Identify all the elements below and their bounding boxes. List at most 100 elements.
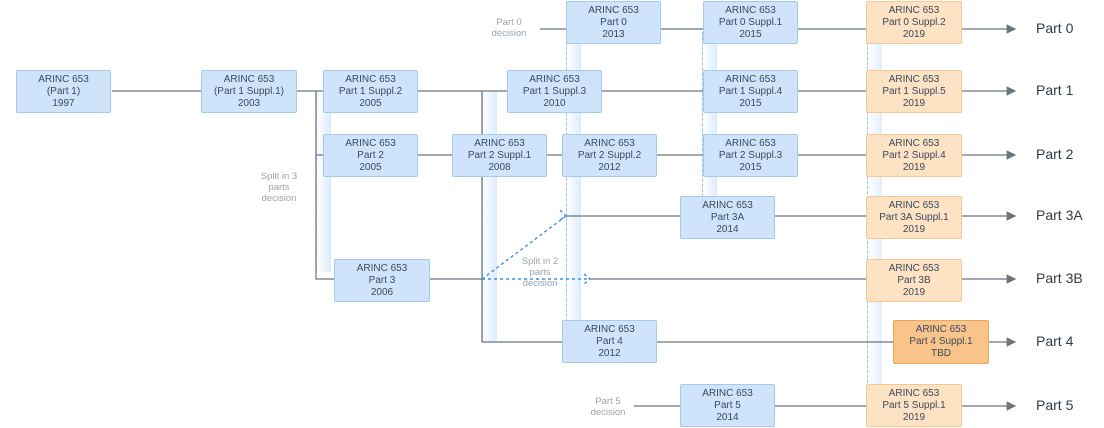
box-part3a-2019: ARINC 653 Part 3A Suppl.1 2019	[866, 196, 962, 239]
box-year: 2012	[598, 161, 621, 173]
note-split2-decision: Split in 2 parts decision	[512, 256, 568, 289]
output-part1: Part 1	[1036, 82, 1074, 98]
box-title: ARINC 653	[588, 4, 639, 16]
box-year: 2019	[902, 286, 926, 298]
box-subtitle: (Part 1 Suppl.1)	[213, 85, 285, 97]
box-part4-2012: ARINC 653 Part 4 2012	[562, 320, 657, 363]
box-subtitle: (Part 1)	[46, 85, 81, 97]
box-part5-2019: ARINC 653 Part 5 Suppl.1 2019	[866, 384, 962, 427]
note-line: Part 5	[595, 396, 621, 407]
box-subtitle: Part 4 Suppl.1	[909, 336, 973, 347]
note-part5-decision: Part 5 decision	[584, 396, 632, 418]
part4-branch	[481, 91, 562, 343]
note-line: Split in 3	[260, 171, 298, 182]
box-subtitle: Part 4	[596, 335, 623, 347]
box-subtitle: Part 5 Suppl.1	[882, 399, 946, 411]
box-subtitle: Part 2 Suppl.2	[577, 149, 642, 161]
box-part0-2013: ARINC 653 Part 0 2013	[566, 1, 661, 44]
box-part1-2019: ARINC 653 Part 1 Suppl.5 2019	[866, 70, 962, 113]
box-title: ARINC 653	[725, 4, 776, 16]
box-year: 2019	[902, 223, 926, 235]
box-subtitle: Part 3B	[897, 274, 931, 286]
box-title: ARINC 653	[223, 73, 275, 85]
box-title: ARINC 653	[529, 73, 580, 85]
box-part1-2015: ARINC 653 Part 1 Suppl.4 2015	[703, 70, 798, 113]
box-part2-2012: ARINC 653 Part 2 Suppl.2 2012	[562, 134, 657, 177]
box-year: 2015	[739, 161, 762, 173]
output-part0: Part 0	[1036, 20, 1074, 36]
output-part5: Part 5	[1036, 397, 1074, 413]
box-year: TBD	[931, 348, 951, 359]
box-subtitle: Part 0 Suppl.2	[882, 16, 946, 28]
box-title: ARINC 653	[702, 199, 753, 211]
box-year: 2012	[598, 347, 621, 359]
box-year: 2014	[716, 411, 739, 423]
box-year: 1997	[52, 97, 75, 109]
box-year: 2015	[739, 28, 762, 40]
box-title: ARINC 653	[584, 323, 635, 335]
box-part1-2010: ARINC 653 Part 1 Suppl.3 2010	[507, 70, 602, 113]
box-title: ARINC 653	[888, 387, 940, 399]
box-subtitle: Part 1 Suppl.5	[882, 85, 946, 97]
box-title: ARINC 653	[888, 73, 940, 85]
box-year: 2015	[739, 97, 762, 109]
note-part0-decision: Part 0 decision	[486, 17, 532, 39]
box-title: ARINC 653	[356, 262, 408, 274]
box-title: ARINC 653	[725, 73, 776, 85]
box-subtitle: Part 0	[600, 16, 627, 28]
box-subtitle: Part 3	[368, 274, 396, 286]
box-subtitle: Part 3A Suppl.1	[879, 211, 949, 223]
box-part0-2019: ARINC 653 Part 0 Suppl.2 2019	[866, 1, 962, 44]
output-part2: Part 2	[1036, 146, 1074, 162]
box-subtitle: Part 1 Suppl.4	[718, 85, 783, 97]
box-year: 2005	[359, 161, 382, 173]
box-part2-2019: ARINC 653 Part 2 Suppl.4 2019	[866, 134, 962, 177]
box-year: 2019	[902, 411, 926, 423]
box-title: ARINC 653	[725, 137, 776, 149]
box-subtitle: Part 0 Suppl.1	[718, 16, 783, 28]
box-year: 2005	[359, 97, 382, 109]
note-line: decision	[491, 28, 527, 39]
box-subtitle: Part 3A	[710, 211, 745, 223]
box-title: ARINC 653	[584, 137, 635, 149]
box-title: ARINC 653	[888, 137, 940, 149]
note-line: parts	[268, 182, 290, 193]
box-title: ARINC 653	[915, 324, 967, 335]
box-part0-2015: ARINC 653 Part 0 Suppl.1 2015	[703, 1, 798, 44]
box-year: 2019	[902, 97, 926, 109]
box-year: 2013	[602, 28, 625, 40]
box-title: ARINC 653	[345, 73, 396, 85]
note-line: decision	[522, 278, 558, 289]
box-year: 2010	[543, 97, 566, 109]
box-title: ARINC 653	[38, 73, 89, 85]
box-year: 2019	[902, 161, 926, 173]
box-year: 2008	[488, 161, 511, 173]
box-year: 2014	[716, 223, 739, 235]
box-part3a-2014: ARINC 653 Part 3A 2014	[680, 196, 775, 239]
box-part2-2015: ARINC 653 Part 2 Suppl.3 2015	[703, 134, 798, 177]
3a-arrowhead	[559, 209, 568, 221]
box-year: 2019	[902, 28, 926, 40]
box-part2-2005: ARINC 653 Part 2 2005	[323, 134, 418, 177]
box-subtitle: Part 2	[357, 149, 384, 161]
note-line: decision	[261, 193, 297, 204]
box-title: ARINC 653	[888, 4, 940, 16]
box-part5-2014: ARINC 653 Part 5 2014	[680, 384, 775, 427]
box-subtitle: Part 2 Suppl.1	[467, 149, 532, 161]
3b-arrowhead	[583, 273, 592, 285]
note-split3-decision: Split in 3 parts decision	[250, 171, 308, 204]
box-part1-1997: ARINC 653 (Part 1) 1997	[16, 70, 111, 113]
box-subtitle: Part 2 Suppl.4	[882, 149, 946, 161]
box-title: ARINC 653	[702, 387, 753, 399]
box-title: ARINC 653	[888, 262, 940, 274]
box-part3-2006: ARINC 653 Part 3 2006	[334, 259, 430, 302]
part3-branch	[315, 155, 334, 280]
output-part4: Part 4	[1036, 333, 1074, 349]
box-year: 2003	[237, 97, 261, 109]
box-part2-2008: ARINC 653 Part 2 Suppl.1 2008	[452, 134, 547, 177]
box-title: ARINC 653	[345, 137, 396, 149]
box-subtitle: Part 5	[714, 399, 741, 411]
note-line: Split in 2	[521, 256, 559, 267]
note-line: decision	[590, 407, 626, 418]
box-subtitle: Part 1 Suppl.3	[522, 85, 587, 97]
